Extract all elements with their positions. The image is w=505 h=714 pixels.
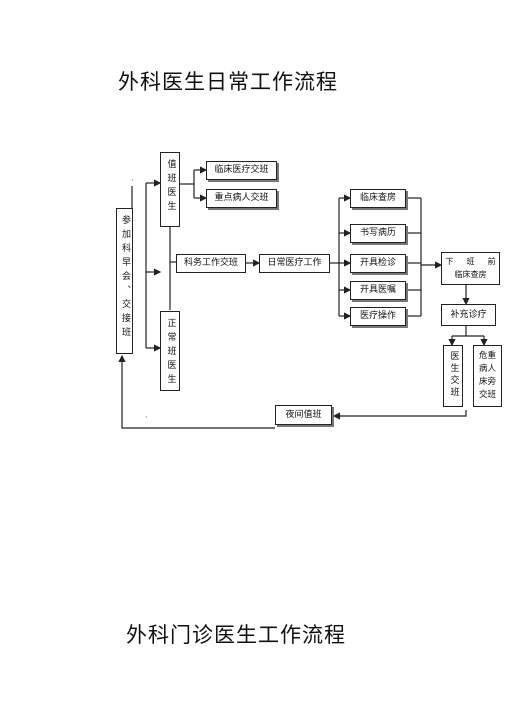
node-duty-doctor: 值班医生	[160, 152, 180, 227]
node-daily-work: 日常医疗工作	[259, 254, 330, 273]
node-doctor-handover-label: 医生交班	[448, 351, 459, 399]
node-morning-meeting-label: 参加科早会、交接班	[120, 215, 130, 341]
page-title: 外科医生日常工作流程	[118, 70, 338, 94]
node-key-patient-handover: 重点病人交班	[206, 189, 277, 208]
stray-mark: ·	[145, 413, 148, 422]
node-night-duty: 夜间值班	[275, 405, 332, 425]
node-morning-meeting: 参加科早会、交接班	[116, 208, 133, 354]
node-order-tests: 开具检诊	[350, 254, 406, 273]
node-critical-bedside-handover: 危重病人床旁交班	[473, 345, 502, 407]
node-afternoon-round-bottom: 临床查房	[454, 270, 487, 279]
node-supplementary-treatment: 补充诊疗	[441, 304, 496, 326]
node-critical-bedside-handover-label: 危重病人床旁交班	[478, 351, 496, 400]
node-doctor-handover: 医生交班	[443, 345, 463, 407]
node-procedures: 医疗操作	[350, 307, 406, 326]
stray-mark: ·	[131, 176, 134, 185]
node-regular-doctor: 正常班医生	[160, 311, 180, 391]
node-duty-doctor-label: 值班医生	[165, 159, 176, 215]
node-order-prescriptions: 开具医嘱	[350, 281, 406, 300]
second-title: 外科门诊医生工作流程	[126, 623, 346, 647]
node-clinical-handover: 临床医疗交班	[206, 161, 277, 180]
node-ward-round: 临床查房	[350, 189, 406, 208]
node-afternoon-round-top: 下 班 前	[445, 257, 496, 266]
node-dept-work-handover: 科务工作交班	[176, 254, 246, 273]
node-afternoon-round: 下 班 前 临床查房	[441, 252, 500, 285]
node-regular-doctor-label: 正常班医生	[165, 318, 176, 388]
node-write-records: 书写病历	[350, 224, 406, 243]
